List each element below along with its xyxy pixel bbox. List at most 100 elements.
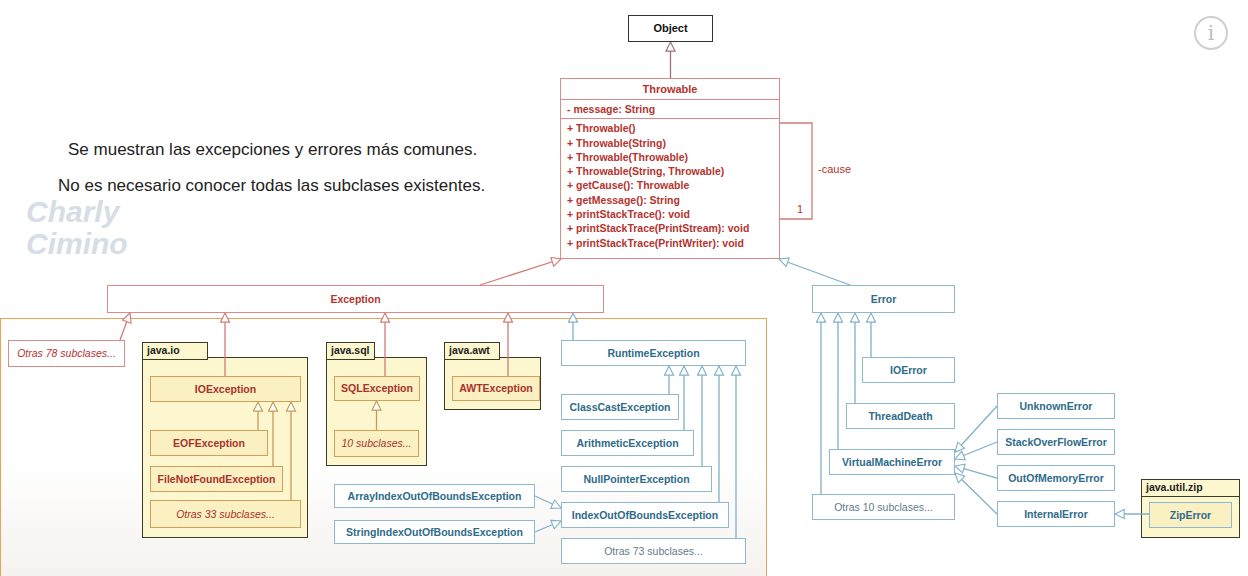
- class-name: 10 subclases...: [341, 437, 411, 450]
- class-name: ZipError: [1170, 509, 1211, 522]
- class-box: SQLException: [334, 376, 420, 401]
- inheritance-connector: [257, 402, 258, 430]
- class-box: ArrayIndexOutOfBoundsException: [334, 484, 535, 508]
- class-name: ArrayIndexOutOfBoundsException: [348, 490, 522, 503]
- class-box: IOError: [862, 357, 955, 383]
- class-name: ArithmeticException: [576, 437, 678, 450]
- class-name: ClassCastException: [570, 401, 671, 414]
- class-box: OutOfMemoryError: [997, 465, 1115, 491]
- multiplicity: 1: [797, 203, 803, 215]
- method: + Throwable(Throwable): [567, 150, 688, 164]
- class-name: VirtualMachineError: [842, 456, 942, 469]
- class-box: ClassCastException: [561, 394, 679, 420]
- class-box: VirtualMachineError: [829, 449, 955, 475]
- class-name: OutOfMemoryError: [1008, 472, 1104, 485]
- class-name: Error: [871, 293, 897, 306]
- class-name: IOError: [890, 364, 927, 377]
- class-name: NullPointerException: [583, 473, 689, 486]
- class-name: RuntimeException: [607, 347, 699, 360]
- package-name: java.io: [142, 342, 208, 360]
- attribute-section: - message: String: [561, 99, 779, 118]
- inheritance-connector: [955, 473, 997, 514]
- class-box: Exception: [107, 285, 604, 313]
- inheritance-connector: [376, 401, 377, 430]
- inheritance-connector: [272, 402, 273, 466]
- inheritance-connector: [820, 313, 821, 494]
- class-name: UnknownError: [1020, 400, 1093, 413]
- inheritance-connector: [572, 313, 573, 340]
- class-box: Object: [628, 15, 713, 42]
- class-box: ThreadDeath: [846, 403, 955, 429]
- package-name: java.awt: [444, 342, 500, 360]
- inheritance-connector: [955, 442, 997, 459]
- inheritance-connector: [224, 313, 225, 376]
- class-name: SQLException: [341, 382, 413, 395]
- class-box: EOFException: [150, 430, 268, 456]
- class-name: StringIndexOutOfBoundsException: [346, 526, 523, 539]
- package-name: java.sql: [326, 342, 375, 360]
- class-box: NullPointerException: [561, 466, 712, 492]
- inheritance-connector: [668, 366, 669, 394]
- watermark: Charly Cimino: [26, 196, 176, 260]
- package: java.awtAWTException: [444, 340, 541, 410]
- method: + printStackTrace(): void: [567, 207, 690, 221]
- class-box: Otras 78 subclases...: [8, 340, 125, 367]
- class-box: Throwable- message: String+ Throwable()+…: [560, 78, 780, 259]
- class-box: StackOverFlowError: [997, 429, 1115, 455]
- method: + getCause(): Throwable: [567, 178, 689, 192]
- inheritance-connector: [718, 366, 719, 502]
- class-box: Otras 33 subclases...: [150, 500, 301, 528]
- package: java.util.zipZipError: [1141, 477, 1240, 538]
- class-name: InternalError: [1024, 508, 1088, 521]
- class-box: IndexOutOfBoundsException: [561, 502, 729, 528]
- class-name: Object: [653, 22, 687, 35]
- class-name: IndexOutOfBoundsException: [572, 509, 718, 522]
- method: + Throwable(String): [567, 136, 666, 150]
- inheritance-connector: [670, 42, 671, 78]
- class-box: InternalError: [997, 501, 1115, 527]
- class-name: Otras 78 subclases...: [17, 347, 116, 360]
- inheritance-connector: [683, 366, 684, 430]
- class-box: RuntimeException: [561, 340, 746, 366]
- class-box: UnknownError: [997, 393, 1115, 419]
- class-name: Otras 10 subclases...: [834, 501, 933, 514]
- method: + Throwable(): [567, 121, 636, 135]
- inheritance-connector: [480, 259, 561, 285]
- inheritance-connector: [870, 313, 871, 357]
- inheritance-connector: [701, 366, 702, 466]
- class-box: Otras 10 subclases...: [812, 494, 955, 520]
- inheritance-connector: [120, 313, 130, 340]
- inheritance-connector: [955, 466, 997, 478]
- method: + getMessage(): String: [567, 193, 680, 207]
- class-box: Otras 73 subclases...: [561, 538, 746, 564]
- class-name: ThreadDeath: [868, 410, 932, 423]
- inheritance-connector: [837, 313, 838, 449]
- class-box: StringIndexOutOfBoundsException: [334, 520, 535, 544]
- class-name: AWTException: [459, 382, 533, 395]
- note: Se muestran las excepciones y errores má…: [68, 140, 477, 160]
- class-box: Error: [812, 285, 955, 313]
- class-name: Exception: [330, 293, 380, 306]
- class-box: ZipError: [1149, 502, 1232, 528]
- class-box: AWTException: [452, 376, 540, 401]
- attribute: - message: String: [567, 102, 655, 116]
- class-name: Otras 33 subclases...: [176, 508, 275, 521]
- class-box: 10 subclases...: [334, 430, 419, 457]
- class-box: ArithmeticException: [561, 430, 694, 456]
- class-box: FileNotFoundException: [150, 466, 283, 492]
- class-name: StackOverFlowError: [1005, 436, 1107, 449]
- class-name: IOException: [195, 383, 256, 396]
- method: + Throwable(String, Throwable): [567, 164, 724, 178]
- package-name: java.util.zip: [1141, 479, 1240, 497]
- class-name: Throwable: [642, 79, 697, 99]
- inheritance-connector: [854, 313, 855, 403]
- inheritance-connector: [735, 366, 736, 538]
- info-icon: i: [1194, 16, 1228, 50]
- method: + printStackTrace(PrintWriter): void: [567, 236, 744, 250]
- class-name: Otras 73 subclases...: [604, 545, 703, 558]
- inheritance-connector: [535, 496, 561, 508]
- inheritance-connector: [780, 123, 812, 219]
- class-box: IOException: [150, 376, 301, 402]
- association-label: -cause: [817, 163, 852, 175]
- inheritance-connector: [507, 313, 508, 376]
